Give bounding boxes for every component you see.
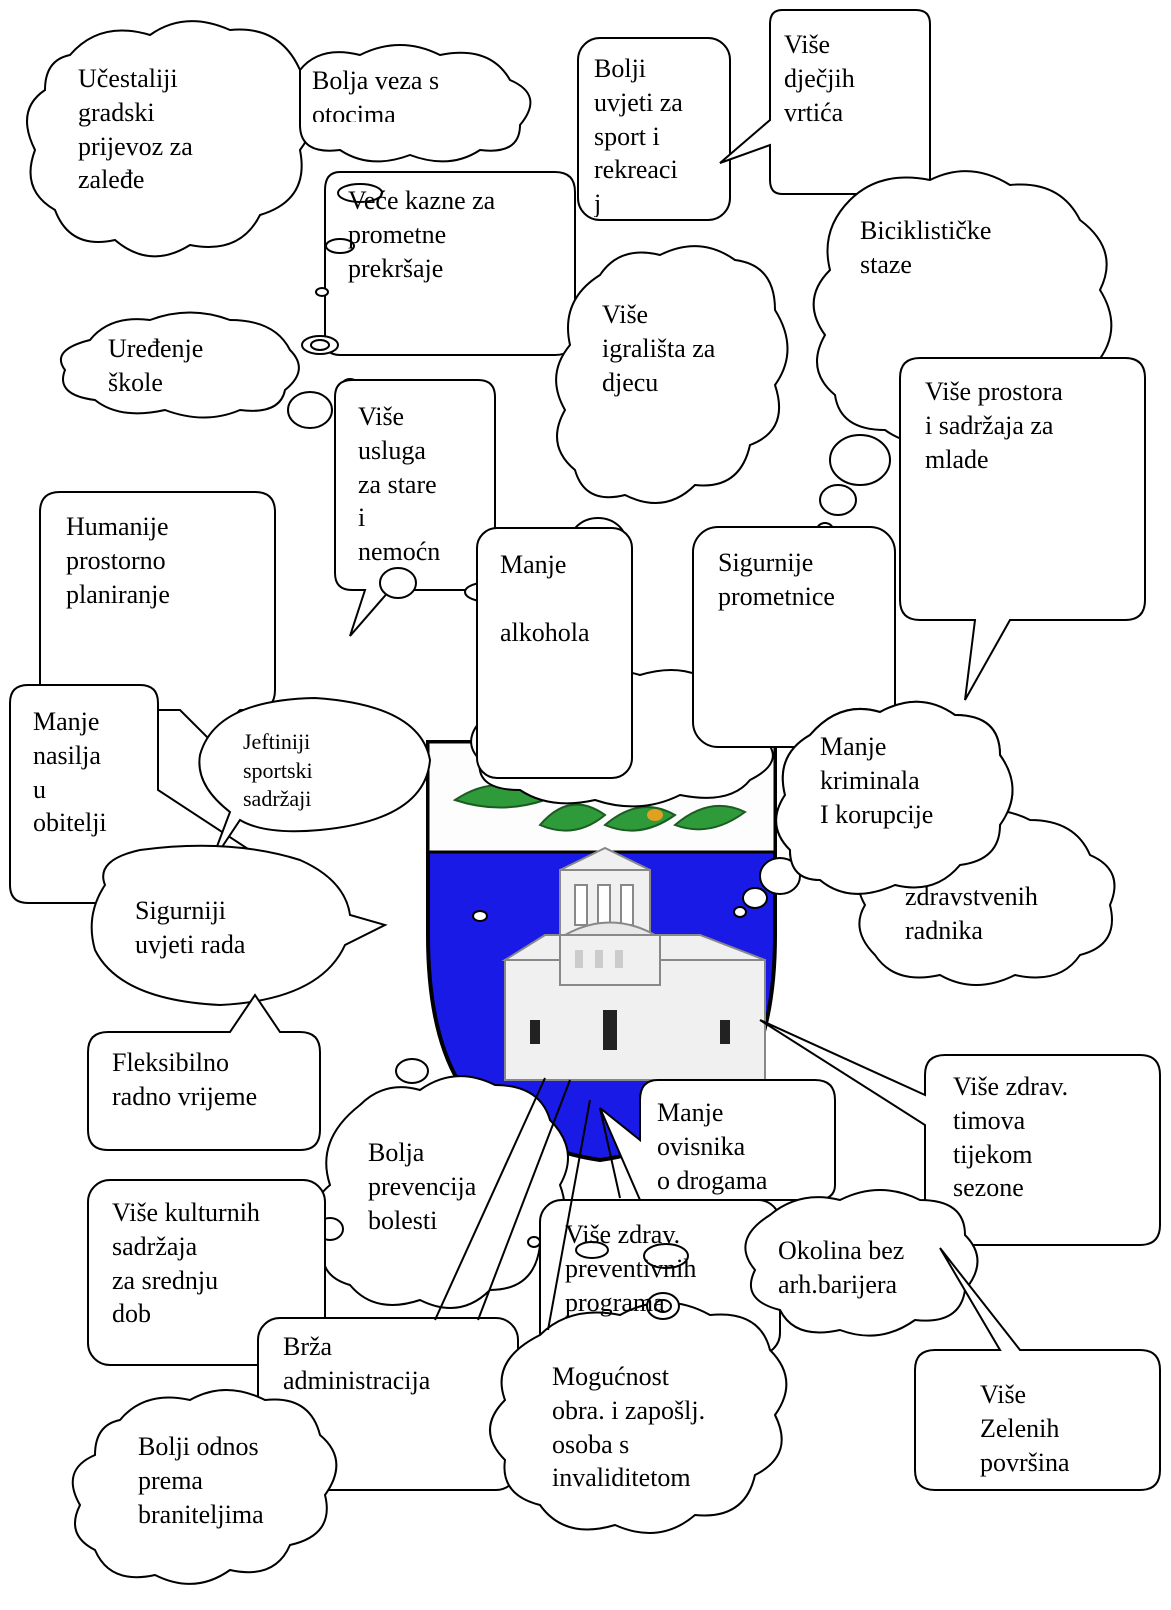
idea-vise-zdrav-preventivnih: Više zdrav. preventivnih programa [565,1220,697,1317]
idea-bolji-odnos-branitelji: Bolji odnos prema braniteljima [138,1432,264,1529]
idea-ucestaliji-prijevoz: Učestaliji gradski prijevoz za zaleđe [78,64,193,195]
idea-humanije-planiranje: Humanije prostorno planiranje [66,512,170,609]
idea-sigurnije-prometnice: Sigurnije prometnice [718,548,835,611]
olive-branch-icon [452,784,747,832]
idea-manje-ovisnika: Manje ovisnika o drogama [657,1098,768,1195]
idea-zdravstvenih-radnika: zdravstvenih radnika [905,882,1038,945]
idea-manje-alkohola: Manje alkohola [500,550,590,647]
idea-vece-kazne: Veće kazne za prometne prekršaje [348,186,496,283]
idea-okolina-bez-barijera: Okolina bez arh.barijera [778,1236,905,1299]
idea-mogucnost-obrazovanja: Mogućnost obra. i zapošlj. osoba s inval… [552,1362,706,1493]
idea-bolji-uvjeti-sport: Bolji uvjeti za sport i rekreaci j [594,54,683,217]
idea-vise-djecjih-vrtica: Više dječjih vrtića [784,30,855,127]
bubble-bolji-uvjeti [577,37,731,221]
idea-biciklisticke-staze: Biciklističke staze [860,216,992,279]
idea-uredjenje-skole: Uređenje škole [108,334,204,394]
idea-manje-nasilja: Manje nasilja u obitelji [33,707,107,838]
idea-vise-kulturnih: Više kulturnih sadržaja za srednju dob [112,1198,260,1329]
idea-fleksibilno-radno-vrijeme: Fleksibilno radno vrijeme [112,1048,258,1111]
idea-bolja-prevencija: Bolja prevencija bolesti [368,1138,477,1235]
idea-sigurniji-uvjeti-rada: Sigurniji uvjeti rada [135,896,246,959]
idea-vise-zdrav-timova: Više zdrav. timova tijekom sezone [953,1072,1069,1203]
idea-bolja-veza-otoci: Bolja veza s otocima [312,66,440,122]
idea-brza-administracija: Brža administracija [283,1332,431,1395]
church-icon [501,846,766,1081]
idea-vise-usluga-stare: Više usluga za stare i nemoćn [358,402,441,567]
idea-manje-kriminala: Manje kriminala I korupcije [820,732,934,829]
idea-vise-igralista: Više igrališta za djecu [602,300,716,397]
idea-vise-zelenih-povrsina: Više Zelenih površina [980,1380,1070,1477]
idea-vise-prostora-mlade: Više prostora i sadržaja za mlade [925,377,1063,474]
idea-jeftiniji-sportski: Jeftiniji sportski sadržaji [243,729,313,812]
